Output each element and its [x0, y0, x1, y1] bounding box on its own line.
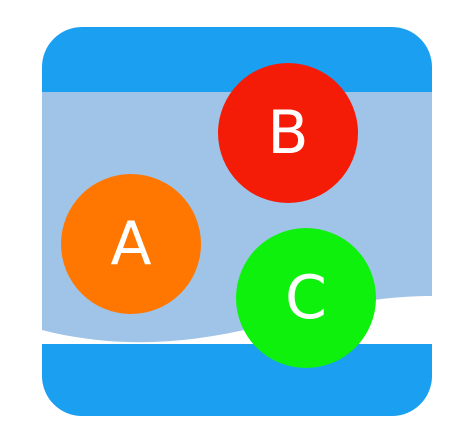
circle-c-label: C — [285, 263, 327, 333]
circle-c: C — [236, 228, 376, 368]
circle-a-label: A — [110, 209, 151, 279]
circle-a-shape — [61, 174, 201, 314]
circle-b: B — [218, 63, 358, 203]
circle-b-label: B — [267, 98, 308, 168]
circle-b-shape — [218, 63, 358, 203]
circle-a: A — [61, 174, 201, 314]
circle-c-shape — [236, 228, 376, 368]
